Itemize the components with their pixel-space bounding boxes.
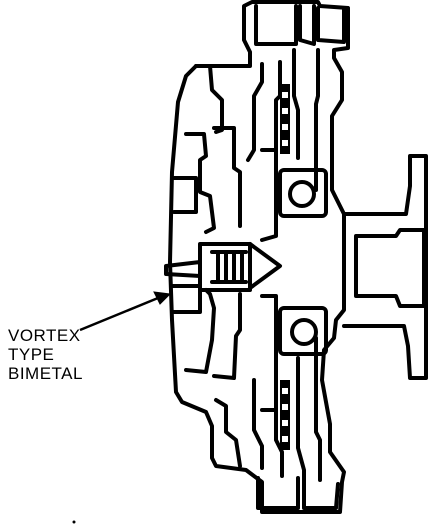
upper-bearing-ball	[288, 180, 316, 208]
upper-bearing-race	[278, 168, 328, 218]
upper-fin-gap-1	[282, 92, 288, 98]
top-cap-far	[316, 6, 346, 44]
spring-coil-2	[224, 252, 228, 282]
spring-coil-1	[216, 252, 220, 282]
upper-fin-gap-3	[282, 124, 288, 130]
lower-inner-wall-2	[252, 378, 264, 470]
lower-bearing-ball	[290, 318, 318, 346]
housing-outline	[168, 0, 350, 514]
upper-inner-wall-5	[314, 48, 320, 192]
labyrinth-lower-2	[212, 292, 242, 380]
upper-inner-wall-1	[194, 64, 224, 134]
spring-coil-4	[240, 252, 244, 282]
stray-dot	[72, 520, 76, 524]
lower-fin-gap-1	[282, 388, 288, 394]
bimetal-disc-upper	[172, 176, 198, 214]
lower-bearing-race	[278, 306, 328, 356]
upper-fin-band	[280, 84, 290, 154]
vortex-bimetal-callout: VORTEX TYPE BIMETAL	[8, 326, 83, 383]
bottom-cap-right	[302, 480, 340, 510]
callout-line-2: TYPE	[8, 345, 55, 364]
labyrinth-upper	[184, 132, 216, 234]
drive-plate-lower	[260, 294, 278, 412]
top-cap-left	[254, 4, 298, 46]
drive-plate-upper	[260, 148, 278, 242]
upper-inner-wall-2	[246, 62, 264, 162]
lower-fin-band	[280, 380, 290, 450]
callout-leader-arrow	[79, 291, 172, 332]
bimetal-disc	[170, 284, 202, 314]
upper-inner-wall-3	[274, 60, 282, 162]
lower-inner-wall-4	[296, 356, 306, 484]
labyrinth-upper-2	[212, 126, 242, 228]
labyrinth-lower	[184, 288, 216, 374]
callout-line-1: VORTEX	[8, 326, 81, 345]
lower-inner-wall-5	[314, 336, 322, 482]
shaft-stub	[354, 228, 426, 308]
lower-fin-gap-4	[282, 436, 288, 442]
lower-inner-wall-1	[214, 398, 242, 468]
upper-fin-gap-2	[282, 108, 288, 114]
upper-fin-gap-4	[282, 140, 288, 146]
spring-coil-3	[232, 252, 236, 282]
lower-inner-wall-3	[274, 354, 284, 478]
lower-fin-gap-2	[282, 404, 288, 410]
callout-line-3: BIMETAL	[8, 364, 83, 383]
bottom-cap-left	[256, 476, 300, 510]
valve-cone	[248, 242, 282, 290]
lower-fin-gap-3	[282, 420, 288, 426]
top-cap-right	[298, 4, 316, 46]
upper-inner-wall-4	[292, 48, 300, 160]
